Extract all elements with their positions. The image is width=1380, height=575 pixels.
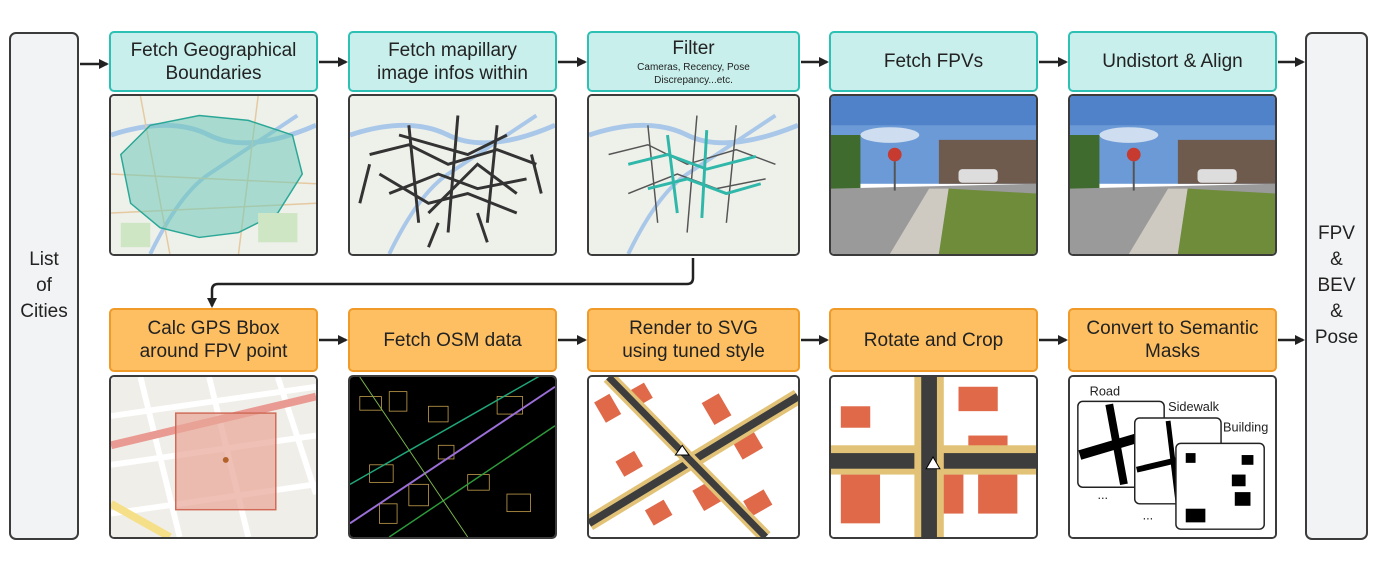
aligned-photo-thumbnail: [1068, 94, 1277, 256]
step-title: Fetch FPVs: [883, 51, 984, 72]
semantic-masks-thumbnail: Road Sidewalk Building ... ...: [1068, 375, 1277, 539]
step-calc-gps-bbox: Calc GPS Bbox around FPV point: [109, 308, 318, 372]
step-subtitle: Cameras, Recency, Pose: [637, 62, 750, 73]
step-title: Convert to Semantic: [1086, 318, 1259, 339]
mask-label-sidewalk: Sidewalk: [1168, 399, 1220, 414]
mask-label-road: Road: [1090, 384, 1120, 399]
step-title: Masks: [1145, 341, 1200, 362]
step-rotate-crop: Rotate and Crop: [829, 308, 1038, 372]
step-fetch-fpvs: Fetch FPVs: [829, 31, 1038, 92]
right-box-line: Pose: [1314, 327, 1359, 348]
step-title: Fetch mapillary: [388, 39, 517, 61]
mask-ellipsis: ...: [1097, 487, 1108, 502]
right-box-line: FPV: [1318, 223, 1355, 244]
step-title: using tuned style: [622, 341, 765, 362]
fpv-photo-thumbnail: [829, 94, 1038, 256]
mask-label-building: Building: [1223, 420, 1268, 435]
left-box-line: List: [29, 249, 59, 270]
step-title: Rotate and Crop: [863, 329, 1004, 351]
right-box-line: BEV: [1317, 275, 1356, 296]
right-box-line: &: [1330, 249, 1343, 270]
svg-render-thumbnail: [587, 375, 800, 539]
step-title: Render to SVG: [629, 318, 758, 339]
filtered-map-thumbnail: [587, 94, 800, 256]
step-fetch-boundaries: Fetch Geographical Boundaries: [109, 31, 318, 92]
step-title: image infos within: [376, 62, 529, 84]
step-title: Fetch Geographical: [130, 39, 297, 61]
arrow-filter-to-bbox: [207, 258, 695, 308]
step-fetch-osm: Fetch OSM data: [348, 308, 557, 372]
rotated-crop-thumbnail: [829, 375, 1038, 539]
step-title: Boundaries: [165, 62, 262, 84]
left-box-line: of: [36, 275, 52, 296]
mapillary-map-thumbnail: [348, 94, 557, 256]
right-box-line: &: [1330, 301, 1343, 322]
left-box-line: Cities: [20, 301, 68, 322]
step-render-svg: Render to SVG using tuned style: [587, 308, 800, 372]
step-fetch-mapillary: Fetch mapillary image infos within: [348, 31, 557, 92]
step-title: Undistort & Align: [1102, 51, 1243, 72]
step-title: Filter: [672, 38, 715, 59]
mask-ellipsis: ...: [1143, 507, 1154, 522]
step-filter: Filter Cameras, Recency, Pose Discrepanc…: [587, 31, 800, 92]
step-title: around FPV point: [139, 341, 288, 362]
osm-data-thumbnail: [348, 375, 557, 539]
step-subtitle: Discrepancy...etc.: [654, 75, 733, 86]
step-undistort-align: Undistort & Align: [1068, 31, 1277, 92]
step-title: Calc GPS Bbox: [147, 318, 280, 339]
boundary-map-thumbnail: [109, 94, 318, 256]
step-title: Fetch OSM data: [383, 329, 522, 351]
list-of-cities-box: List of Cities: [9, 32, 79, 540]
output-box: FPV & BEV & Pose: [1305, 32, 1368, 540]
gps-bbox-map-thumbnail: [109, 375, 318, 539]
step-semantic-masks: Convert to Semantic Masks: [1068, 308, 1277, 372]
